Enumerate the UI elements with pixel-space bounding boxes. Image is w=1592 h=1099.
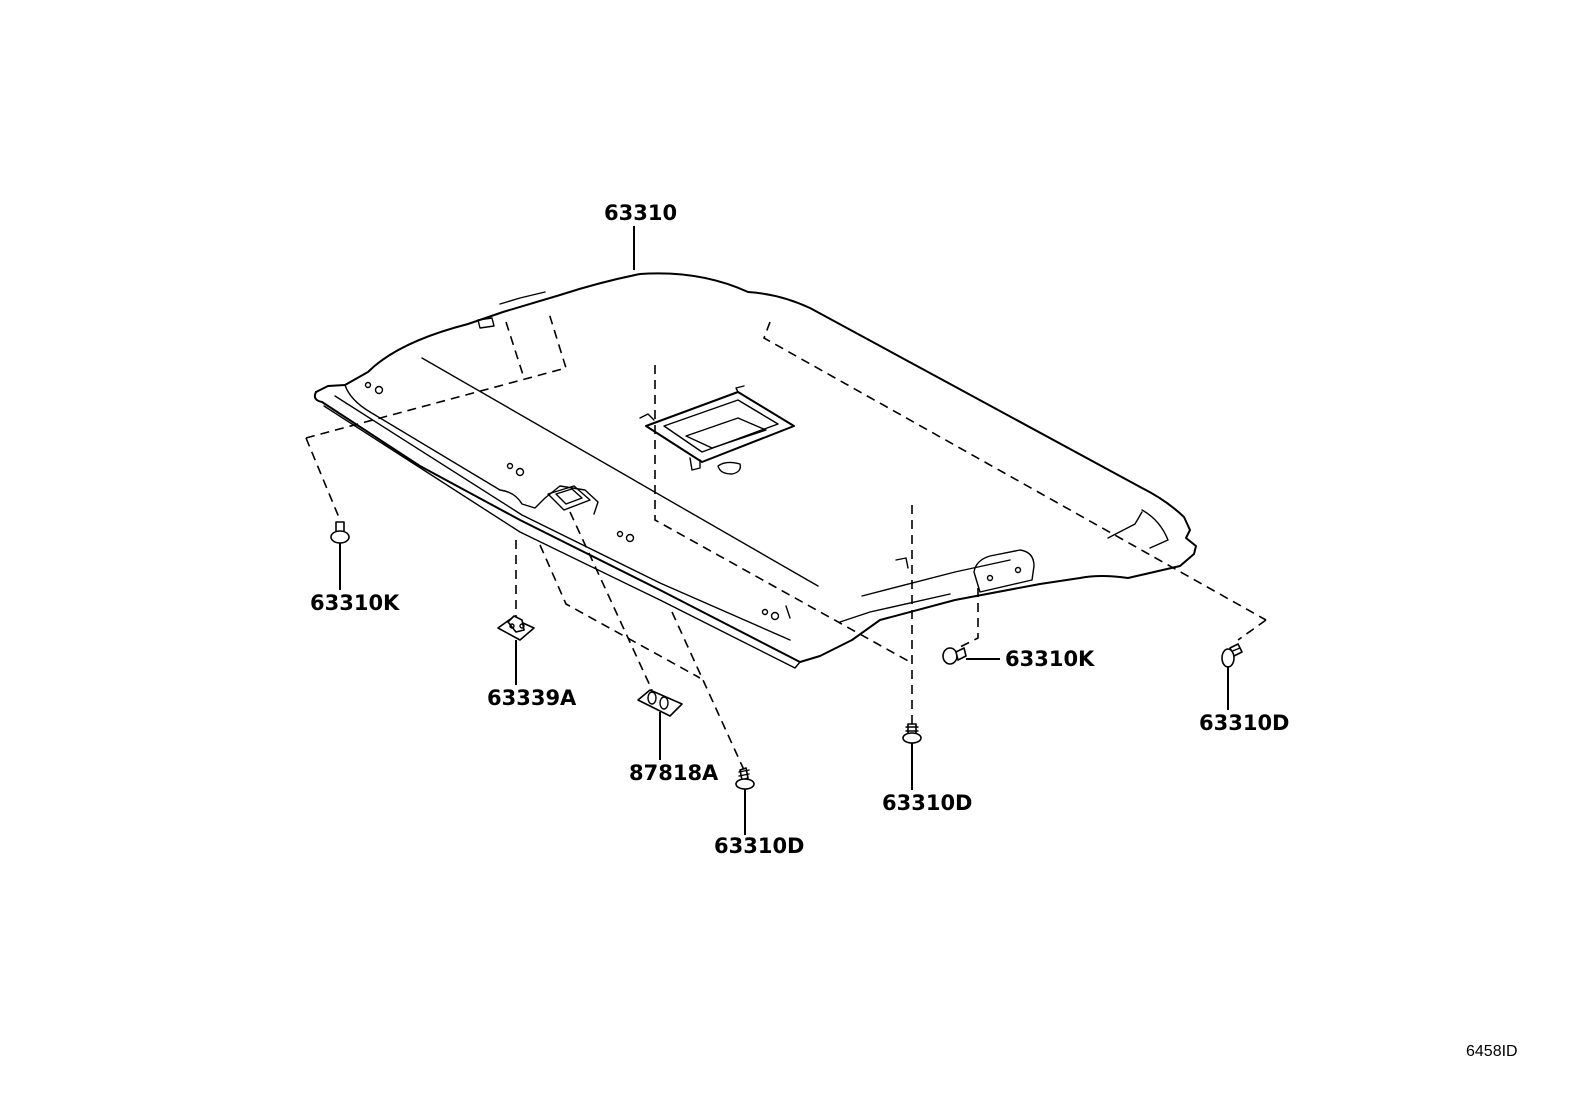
clip-63310k-right bbox=[942, 647, 1000, 665]
label-headliner: 63310 bbox=[604, 201, 677, 225]
roof-headliner-panel bbox=[313, 272, 1197, 669]
clip-63310k-left bbox=[330, 521, 350, 590]
mounting-holes bbox=[364, 381, 1022, 621]
clamp-63339a bbox=[497, 615, 535, 685]
assembly-dashed-lines bbox=[305, 309, 1267, 771]
diagram-code: 6458ID bbox=[1466, 1043, 1518, 1060]
clip-63310d-center bbox=[902, 723, 922, 790]
label-clip-d-front: 63310D bbox=[714, 834, 805, 858]
label-clip-d-right: 63310D bbox=[1199, 711, 1290, 735]
label-clip-left: 63310K bbox=[310, 591, 400, 615]
clip-63310d-front bbox=[735, 767, 755, 835]
label-clamp: 63339A bbox=[487, 686, 577, 710]
plate-87818a bbox=[637, 689, 683, 760]
label-clip-d-center: 63310D bbox=[882, 791, 973, 815]
label-clip-right: 63310K bbox=[1005, 647, 1095, 671]
console-opening-frame bbox=[639, 385, 795, 475]
clip-63310d-right bbox=[1221, 643, 1243, 710]
label-plate: 87818A bbox=[629, 761, 719, 785]
